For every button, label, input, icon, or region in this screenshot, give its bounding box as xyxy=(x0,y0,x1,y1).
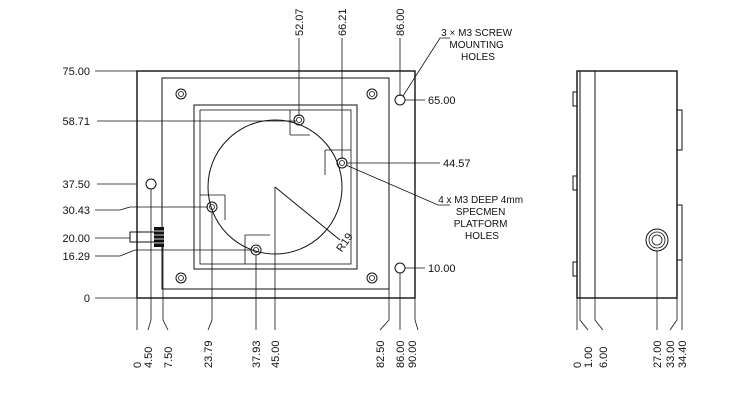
dim-37-50: 37.50 xyxy=(62,179,90,191)
side-view: 0 1.00 6.00 27.00 33.00 34.40 xyxy=(572,70,689,368)
side-knob-icon xyxy=(645,228,669,252)
side-body-outline xyxy=(576,70,678,299)
dim-65: 65.00 xyxy=(428,95,456,107)
dim-44-57: 44.57 xyxy=(443,158,471,170)
dim-66-21: 66.21 xyxy=(337,8,349,36)
dim-30-43: 30.43 xyxy=(62,205,90,217)
dim-90: 90.00 xyxy=(407,340,419,368)
side-dim-34-40: 34.40 xyxy=(677,340,689,368)
dim-82-50: 82.50 xyxy=(375,340,387,368)
screw-note: 3 × M3 SCREW MOUNTING HOLES xyxy=(441,28,515,63)
dim-37-93: 37.93 xyxy=(251,340,263,368)
body-outline xyxy=(136,70,416,299)
dim-86-bottom: 86.00 xyxy=(395,340,407,368)
dim-0-vertical: 0 xyxy=(84,293,90,305)
dim-45: 45.00 xyxy=(270,340,282,368)
side-dim-27: 27.00 xyxy=(652,340,664,368)
platform-note-leader xyxy=(345,164,450,206)
stage-frame xyxy=(193,104,358,270)
dim-7-50: 7.50 xyxy=(163,347,175,368)
dim-75: 75.00 xyxy=(62,66,90,78)
knurled-screw-icon xyxy=(129,227,164,247)
dim-58-71: 58.71 xyxy=(62,116,90,128)
corner-screw-icon xyxy=(175,88,378,284)
front-view: R19 xyxy=(62,8,526,368)
side-dim-1: 1.00 xyxy=(583,347,595,368)
dim-4-50: 4.50 xyxy=(143,347,155,368)
dim-10: 10.00 xyxy=(428,263,456,275)
radius-leader xyxy=(274,186,341,241)
radius-label: R19 xyxy=(334,231,355,254)
platform-note: 4 x M3 DEEP 4mm SPECMEN PLATFORM HOLES xyxy=(438,195,526,242)
platform-hole-icon xyxy=(206,114,348,256)
dim-16-29: 16.29 xyxy=(62,251,90,263)
dim-20: 20.00 xyxy=(62,233,90,245)
side-dim-33: 33.00 xyxy=(665,340,677,368)
dim-86-top: 86.00 xyxy=(395,8,407,36)
dim-0-horizontal: 0 xyxy=(132,362,144,368)
side-dim-6: 6.00 xyxy=(598,347,610,368)
side-dim-0: 0 xyxy=(572,362,584,368)
mounting-hole-icon xyxy=(145,94,406,274)
screw-note-leader xyxy=(402,37,450,97)
dim-23-79: 23.79 xyxy=(203,340,215,368)
dim-52-07: 52.07 xyxy=(294,8,306,36)
stage-inner-frame xyxy=(199,109,352,265)
